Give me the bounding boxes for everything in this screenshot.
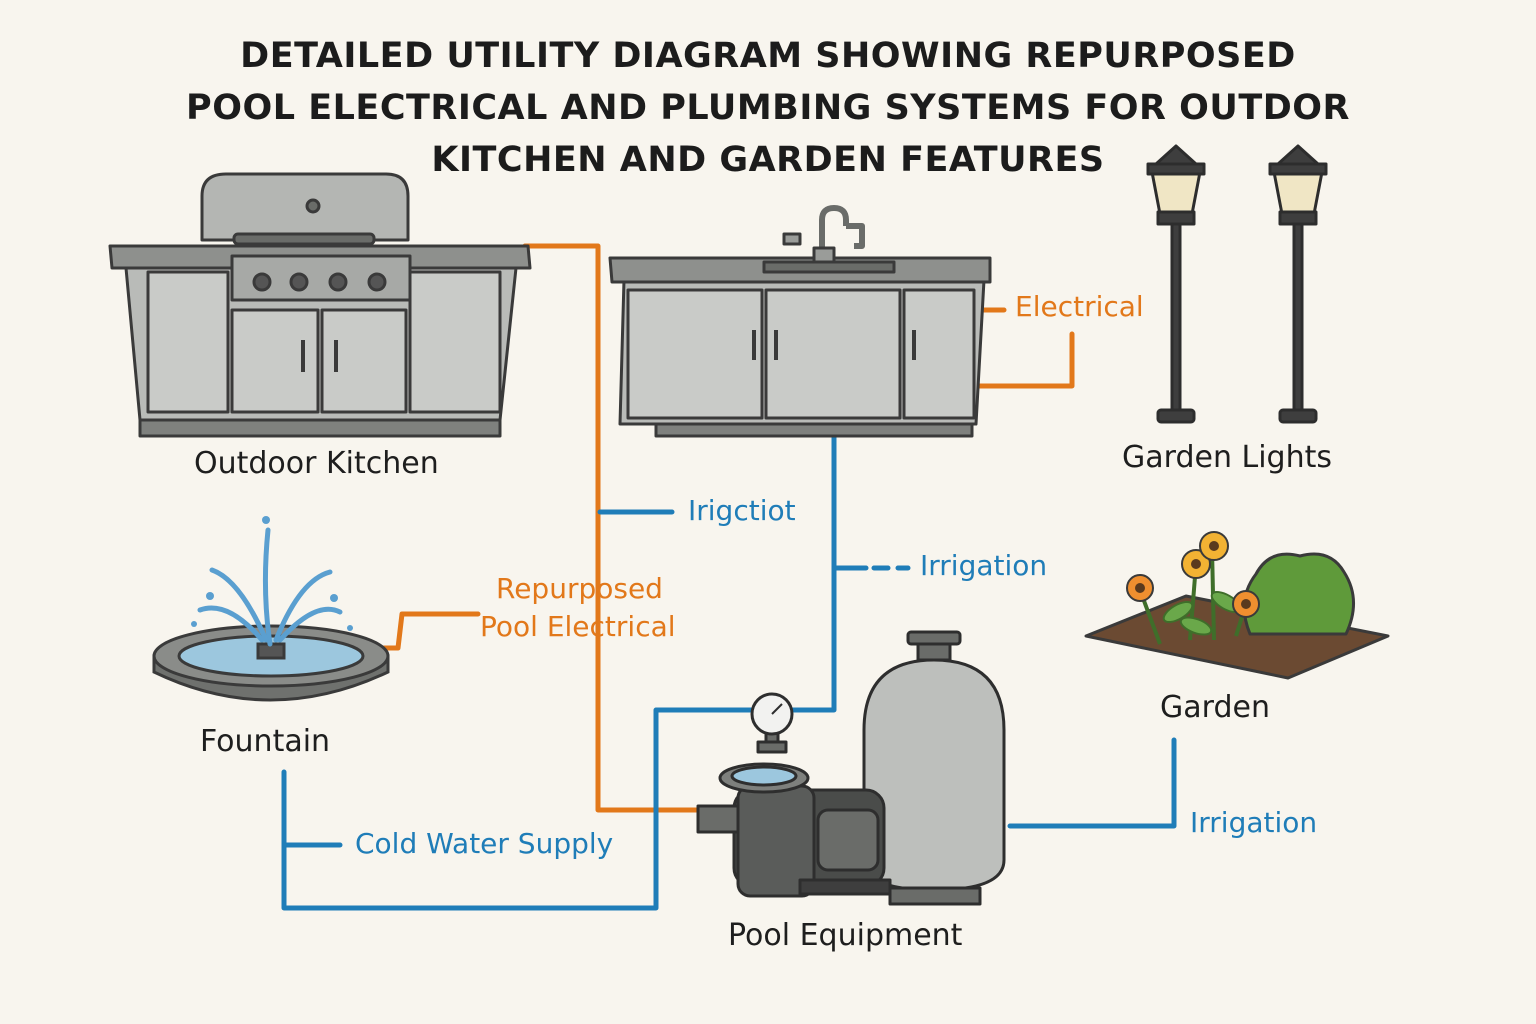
irrigation-label-mid: Irrigation xyxy=(920,549,1048,582)
pump-icon xyxy=(696,762,892,898)
electrical-line-lights xyxy=(975,331,1075,389)
garden-lights-icon xyxy=(1146,144,1328,424)
repurposed-label-line-2: Pool Electrical xyxy=(480,610,676,643)
electrical-line-fountain xyxy=(381,611,481,651)
repurposed-label-line-1: Repurposed xyxy=(496,572,663,605)
pressure-gauge-icon xyxy=(750,692,794,754)
garden-lights-label: Garden Lights xyxy=(1122,440,1332,475)
pool-equipment-icon xyxy=(696,630,1006,906)
fountain-icon xyxy=(152,516,390,702)
water-line-sink xyxy=(281,421,837,911)
irrigation-label-right: Irrigation xyxy=(1190,806,1318,839)
lamp-post-2-icon xyxy=(1268,144,1328,424)
outdoor-kitchen-label: Outdoor Kitchen xyxy=(194,446,439,481)
irrigation-line-garden xyxy=(1007,737,1177,829)
title-line-3: KITCHEN AND GARDEN FEATURES xyxy=(431,140,1105,180)
lamp-post-1-icon xyxy=(1146,144,1206,424)
garden-label: Garden xyxy=(1160,690,1270,725)
electrical-label: Electrical xyxy=(1015,290,1144,323)
title-line-2: POOL ELECTRICAL AND PLUMBING SYSTEMS FOR… xyxy=(186,88,1350,128)
irrigation-label-misprint: Irigctiot xyxy=(688,494,796,527)
outdoor-kitchen-icon xyxy=(108,172,532,438)
diagram-title: DETAILED UTILITY DIAGRAM SHOWING REPURPO… xyxy=(0,30,1536,186)
fountain-label: Fountain xyxy=(200,724,331,759)
sink-cabinet-icon xyxy=(608,205,992,438)
garden-icon xyxy=(1084,531,1390,680)
pool-equipment-label: Pool Equipment xyxy=(728,918,963,953)
cold-water-supply-label: Cold Water Supply xyxy=(355,827,614,860)
electrical-line-kitchen xyxy=(522,243,705,813)
title-line-1: DETAILED UTILITY DIAGRAM SHOWING REPURPO… xyxy=(240,36,1296,76)
sand-filter-icon xyxy=(862,630,1006,906)
